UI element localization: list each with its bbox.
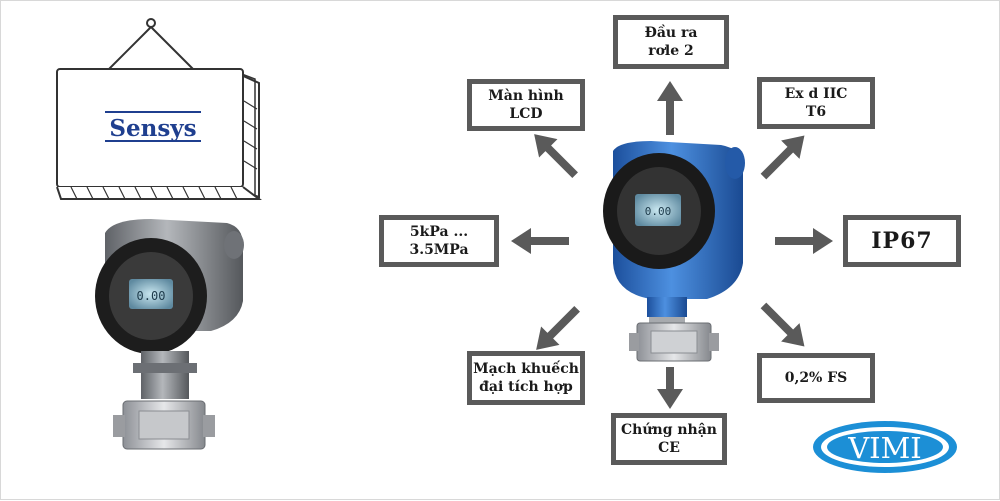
feature-box-accuracy: 0,2% FS: [757, 353, 875, 403]
feature-line: 5kPa ...: [409, 224, 469, 240]
feature-line: CE: [658, 440, 680, 456]
grey-transmitter-image: 0.00: [95, 219, 244, 450]
sign-string: [104, 26, 198, 74]
arrow-up-left-icon: [534, 134, 578, 178]
feature-line: 0,2% FS: [784, 370, 848, 386]
feature-box-integrated-amplifier: Mạch khuếch đại tích hợp: [467, 351, 585, 405]
feature-line: LCD: [509, 106, 543, 122]
svg-text:0.00: 0.00: [645, 205, 672, 218]
arrow-down-right-icon: [760, 302, 805, 347]
arrow-up-right-icon: [760, 135, 805, 180]
blue-transmitter-image: 0.00: [603, 141, 745, 362]
feature-line: IP67: [871, 228, 933, 254]
hanging-sign: Sensys: [56, 18, 262, 200]
nail-icon: [146, 18, 156, 28]
feature-box-ce-certificate: Chứng nhận CE: [611, 413, 727, 465]
arrow-right-icon: [775, 228, 833, 254]
vimi-logo-text: VIMI: [847, 431, 922, 465]
feature-line: 3.5MPa: [409, 242, 469, 258]
feature-box-pressure-range: 5kPa ... 3.5MPa: [379, 215, 499, 267]
feature-line: đại tích hợp: [479, 379, 573, 395]
feature-box-relay-output: Đầu ra rơle 2: [613, 15, 729, 69]
feature-box-lcd-display: Màn hình LCD: [467, 79, 585, 131]
feature-line: rơle 2: [648, 43, 694, 59]
feature-line: Chứng nhận: [621, 422, 717, 438]
arrow-up-icon: [657, 81, 683, 135]
feature-line: Đầu ra: [644, 25, 698, 41]
arrow-group: [511, 81, 833, 409]
arrow-down-icon: [657, 367, 683, 409]
svg-text:0.00: 0.00: [137, 289, 166, 303]
feature-box-explosion-proof: Ex d IIC T6: [757, 77, 875, 129]
feature-line: T6: [805, 104, 827, 120]
arrow-left-icon: [511, 228, 569, 254]
vimi-logo: VIMI: [813, 421, 957, 473]
brand-logo-text: Sensys: [109, 115, 196, 142]
feature-box-ip-rating: IP67: [843, 215, 961, 267]
arrow-down-left-icon: [536, 306, 580, 350]
feature-line: Màn hình: [488, 88, 564, 104]
feature-line: Mạch khuếch: [473, 361, 579, 377]
feature-line: Ex d IIC: [784, 86, 848, 102]
